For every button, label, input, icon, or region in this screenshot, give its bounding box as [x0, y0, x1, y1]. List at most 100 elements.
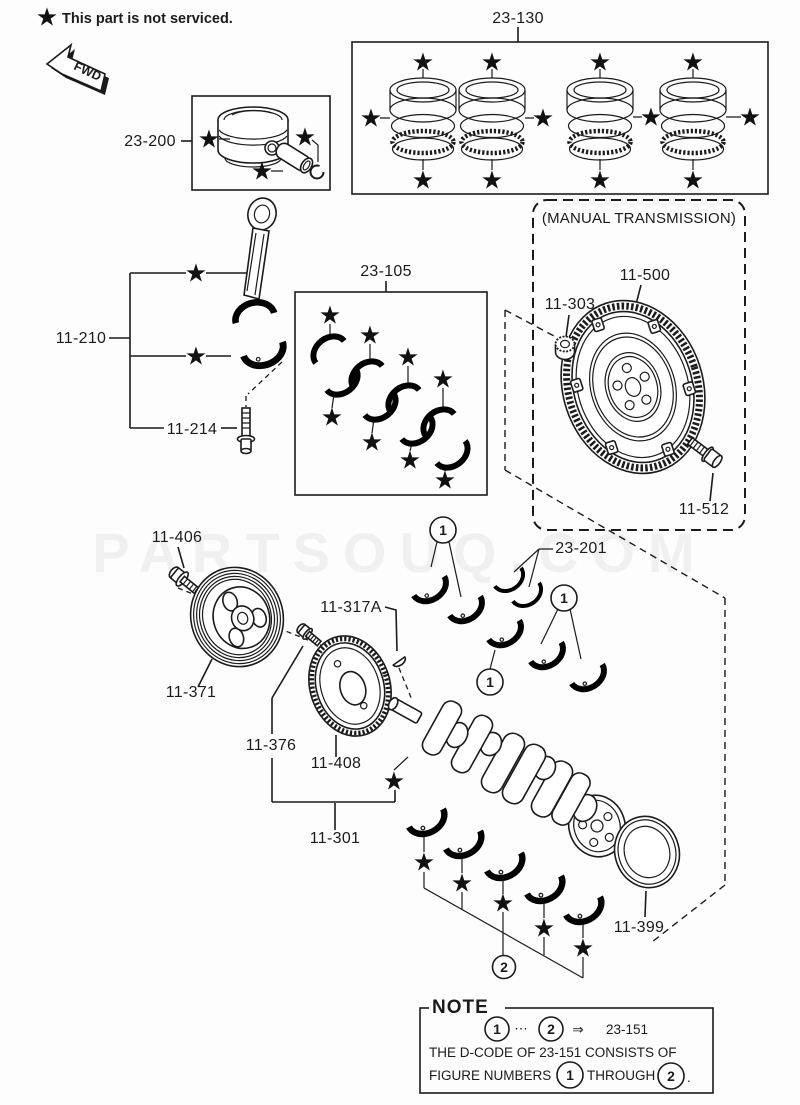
snap-ring	[309, 164, 325, 180]
svg-text:1: 1	[560, 590, 568, 606]
star-marker: ★	[432, 365, 454, 394]
note-title: NOTE	[432, 997, 489, 1018]
ghost-line-top	[504, 309, 557, 338]
star-marker: ★	[399, 446, 421, 475]
note-line3a: FIGURE NUMBERS	[429, 1068, 551, 1083]
watermark-text: PARTSOUQ.COM	[92, 521, 707, 584]
label-11-500: 11-500	[620, 267, 670, 284]
fwd-arrow-icon: FWD	[45, 42, 109, 95]
woodruff-key	[392, 655, 407, 668]
star-marker: ★	[321, 403, 343, 432]
crankshaft	[387, 696, 627, 858]
label-11-301: 11-301	[310, 830, 360, 847]
star-marker: ★	[481, 166, 503, 195]
star-marker: ★	[359, 321, 381, 350]
crankshaft-sprocket	[308, 635, 392, 737]
oil-seal-group: 11-399	[614, 815, 681, 936]
label-23-201: 23-201	[555, 540, 607, 557]
lower-main-bearings-group: ★ ★ ★ ★ ★ 2	[406, 807, 612, 980]
flywheel	[560, 299, 706, 475]
label-23-200: 23-200	[124, 133, 176, 150]
piston-rings-group: 23-130 ★ ★ ★ ★ ★ ★ ★ ★ ★ ★ ★ ★	[351, 10, 769, 195]
star-marker: ★	[640, 103, 662, 132]
callout-1: 1	[476, 668, 504, 696]
ghost-line-bottom	[651, 884, 726, 943]
star-marker: ★	[589, 166, 611, 195]
label-11-210: 11-210	[56, 330, 106, 347]
note-dots: ⋯	[514, 1021, 528, 1036]
svg-text:1: 1	[566, 1067, 574, 1083]
note-line3b: THROUGH	[587, 1068, 655, 1083]
star-marker: ★	[682, 166, 704, 195]
label-11-214: 11-214	[167, 421, 217, 438]
star-marker: ★	[533, 914, 555, 943]
svg-text:1: 1	[493, 1021, 501, 1037]
star-marker: ★	[492, 889, 514, 918]
ghost-line-diagonal	[504, 469, 726, 599]
rod-cap	[240, 340, 293, 376]
label-manual-transmission: (MANUAL TRANSMISSION)	[542, 210, 736, 227]
star-marker: ★	[434, 466, 456, 495]
star-marker: ★	[589, 48, 611, 77]
svg-text:2: 2	[547, 1021, 555, 1037]
label-23-130: 23-130	[492, 10, 544, 27]
note-line3: FIGURE NUMBERS 1 THROUGH 2 .	[429, 1061, 691, 1090]
piston-pin	[275, 142, 314, 174]
note-line3c: .	[687, 1070, 691, 1085]
label-11-408: 11-408	[311, 755, 361, 772]
note-arrow: ⇒	[572, 1022, 584, 1037]
label-11-406: 11-406	[152, 529, 202, 546]
star-marker: ★	[319, 301, 341, 330]
pulley-assembly-group: 11-406 11-371 11-376	[152, 529, 413, 847]
label-11-317A: 11-317A	[320, 599, 381, 616]
star-marker: ★	[360, 104, 382, 133]
star-marker: ★	[397, 343, 419, 372]
label-11-512: 11-512	[679, 501, 729, 518]
pilot-bearing	[554, 335, 576, 361]
svg-text:1: 1	[439, 522, 447, 538]
flywheel-bolt	[686, 436, 723, 469]
legend-star-icon: ★	[36, 3, 58, 32]
star-marker: ★	[412, 48, 434, 77]
note-line2: THE D-CODE OF 23-151 CONSISTS OF	[429, 1045, 677, 1060]
legend-text: This part is not serviced.	[62, 11, 233, 27]
label-11-376: 11-376	[246, 737, 296, 754]
star-marker: ★	[185, 342, 207, 371]
star-marker: ★	[412, 166, 434, 195]
callout-1: 1	[429, 516, 457, 544]
note-line1: 1 ⋯ 2 ⇒ 23-151	[484, 1016, 648, 1042]
star-marker: ★	[251, 157, 273, 186]
star-marker: ★	[413, 848, 435, 877]
star-marker: ★	[361, 428, 383, 457]
manual-transmission-group: (MANUAL TRANSMISSION) 11-500	[532, 199, 746, 531]
rod-bolt	[236, 407, 256, 455]
star-marker: ★	[294, 123, 316, 152]
svg-text:1: 1	[486, 674, 494, 690]
star-marker: ★	[185, 259, 207, 288]
star-marker: ★	[451, 869, 473, 898]
star-marker: ★	[682, 48, 704, 77]
upper-main-bearings-group: 23-201 1 1 1	[411, 516, 614, 700]
flywheel-tabs	[569, 317, 697, 457]
rod-bearings-group: 23-105 ★ ★ ★ ★ ★ ★ ★ ★	[294, 263, 488, 496]
label-11-399: 11-399	[614, 919, 664, 936]
note-box: NOTE 1 ⋯ 2 ⇒ 23-151 THE D-CODE OF 23-151…	[419, 997, 714, 1094]
connecting-rod-group: 11-210 ★ ★ 11-214	[56, 197, 293, 455]
star-marker: ★	[532, 104, 554, 133]
rod-small-end	[247, 197, 277, 231]
rod-bearing-pairs	[302, 324, 479, 479]
svg-text:2: 2	[667, 1068, 675, 1084]
svg-text:2: 2	[500, 959, 508, 975]
sprocket-bolt	[296, 623, 323, 647]
star-marker: ★	[383, 767, 405, 796]
label-11-371: 11-371	[166, 684, 216, 701]
piston-group: 23-200 ★ ★ ★	[124, 95, 331, 191]
label-11-303: 11-303	[545, 296, 595, 313]
callout-2: 2	[491, 954, 517, 980]
crank-nose	[387, 696, 423, 724]
legend: ★ This part is not serviced.	[36, 3, 233, 32]
star-marker: ★	[739, 103, 761, 132]
callout-1: 1	[550, 584, 578, 612]
label-23-105: 23-105	[360, 263, 412, 280]
